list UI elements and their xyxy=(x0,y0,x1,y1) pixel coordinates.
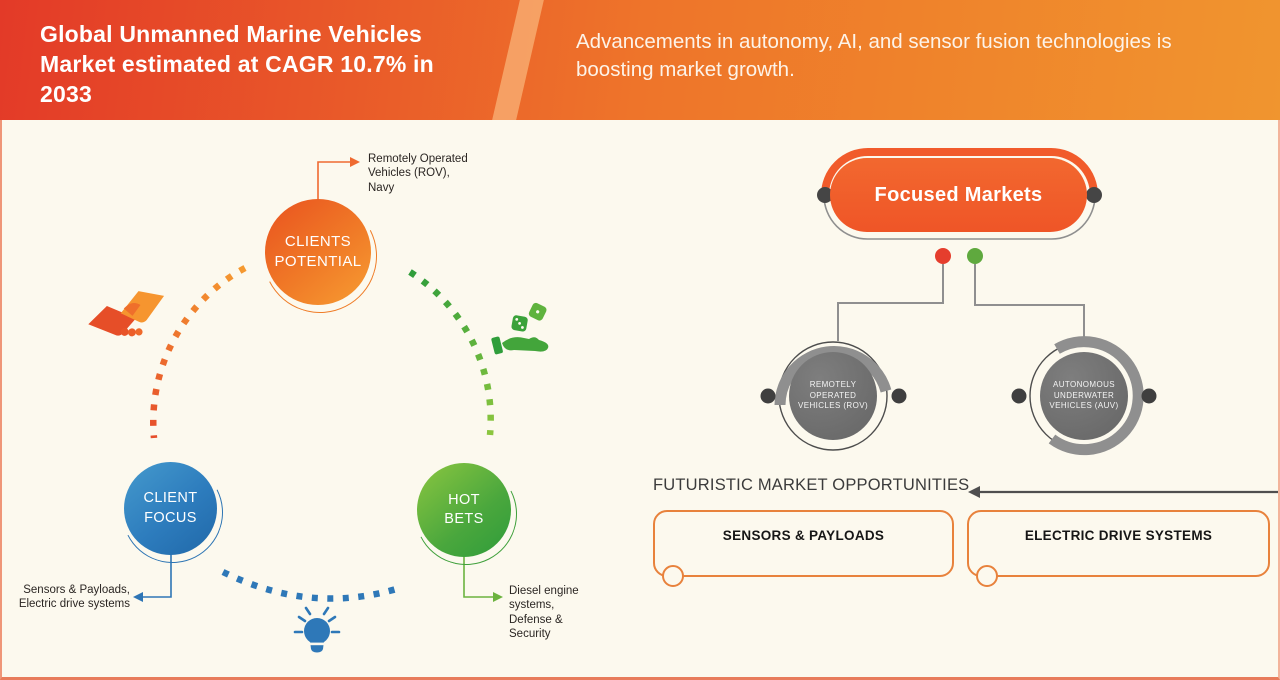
branch-line-auv xyxy=(974,264,1085,341)
bubble-clients-potential-label: CLIENTS POTENTIAL xyxy=(274,233,362,270)
auv-thick-arc xyxy=(1048,336,1144,456)
ring-end-dot-right xyxy=(1086,187,1102,203)
bubble-client-focus: CLIENT FOCUS xyxy=(124,462,217,555)
arrowhead-hot-bets xyxy=(493,592,503,602)
banner-divider-stripe xyxy=(489,0,547,120)
focused-markets-pill: Focused Markets xyxy=(830,158,1087,232)
bubble-hot-bets: HOT BETS xyxy=(417,463,511,557)
connector-hot-bets xyxy=(463,554,493,598)
focused-markets-top-arc xyxy=(821,148,1098,196)
dotted-arc-orange xyxy=(150,265,247,439)
lightbulb-icon xyxy=(293,606,341,653)
auv-side-dot-left xyxy=(1011,388,1027,404)
branch-dot-red xyxy=(935,248,951,264)
branch-dot-green xyxy=(967,248,983,264)
branch-line-rov xyxy=(837,264,944,341)
rov-side-dot-right xyxy=(891,388,907,404)
arrowhead-clients-potential xyxy=(350,157,360,167)
diagram-lines-layer xyxy=(88,148,1278,653)
connector-clients-potential xyxy=(317,161,350,202)
opportunities-arrowhead xyxy=(968,486,980,498)
note-clients-potential: Remotely Operated Vehicles (ROV), Navy xyxy=(368,153,468,194)
dotted-arc-green xyxy=(408,269,494,436)
content-area: CLIENTS POTENTIAL CLIENT FOCUS HOT BETS … xyxy=(0,120,1280,680)
auv-side-dot-right xyxy=(1141,388,1157,404)
ring-end-dot-left xyxy=(817,187,833,203)
focused-markets-label: Focused Markets xyxy=(874,183,1043,206)
bubble-client-focus-label: CLIENT FOCUS xyxy=(143,490,198,526)
arrowhead-client-focus xyxy=(133,592,143,602)
opportunities-heading: FUTURISTIC MARKET OPPORTUNITIES xyxy=(653,476,970,494)
opportunity-label-electric: ELECTRIC DRIVE SYSTEMS xyxy=(1024,528,1213,543)
handshake-icon xyxy=(88,291,165,337)
note-hot-bets: Diesel engine systems, Defense & Securit… xyxy=(509,585,579,640)
dotted-arc-blue xyxy=(221,569,404,602)
bubble-hot-bets-label: HOT BETS xyxy=(444,491,484,527)
page-title: Global Unmanned Marine Vehicles Market e… xyxy=(40,21,434,107)
circle-auv-label: AUTONOMOUS UNDERWATER VEHICLES (AUV) xyxy=(1049,379,1119,411)
header-banner: Global Unmanned Marine Vehicles Market e… xyxy=(0,0,1280,120)
circle-rov: REMOTELY OPERATED VEHICLES (ROV) xyxy=(789,352,877,440)
opportunity-label-sensors: SENSORS & PAYLOADS xyxy=(722,528,885,543)
circle-auv: AUTONOMOUS UNDERWATER VEHICLES (AUV) xyxy=(1040,352,1128,440)
page-subtitle: Advancements in autonomy, AI, and sensor… xyxy=(576,30,1172,81)
circle-rov-label: REMOTELY OPERATED VEHICLES (ROV) xyxy=(797,379,869,411)
note-client-focus: Sensors & Payloads, Electric drive syste… xyxy=(18,584,130,611)
opportunity-node-circle xyxy=(976,565,998,587)
rov-side-dot-left xyxy=(760,388,776,404)
opportunity-box-sensors: SENSORS & PAYLOADS xyxy=(653,510,954,587)
connector-client-focus xyxy=(143,552,172,598)
bubble-clients-potential: CLIENTS POTENTIAL xyxy=(265,199,371,305)
hand-dice-icon xyxy=(491,302,549,355)
opportunity-box-electric: ELECTRIC DRIVE SYSTEMS xyxy=(967,510,1270,587)
opportunity-node-circle xyxy=(662,565,684,587)
